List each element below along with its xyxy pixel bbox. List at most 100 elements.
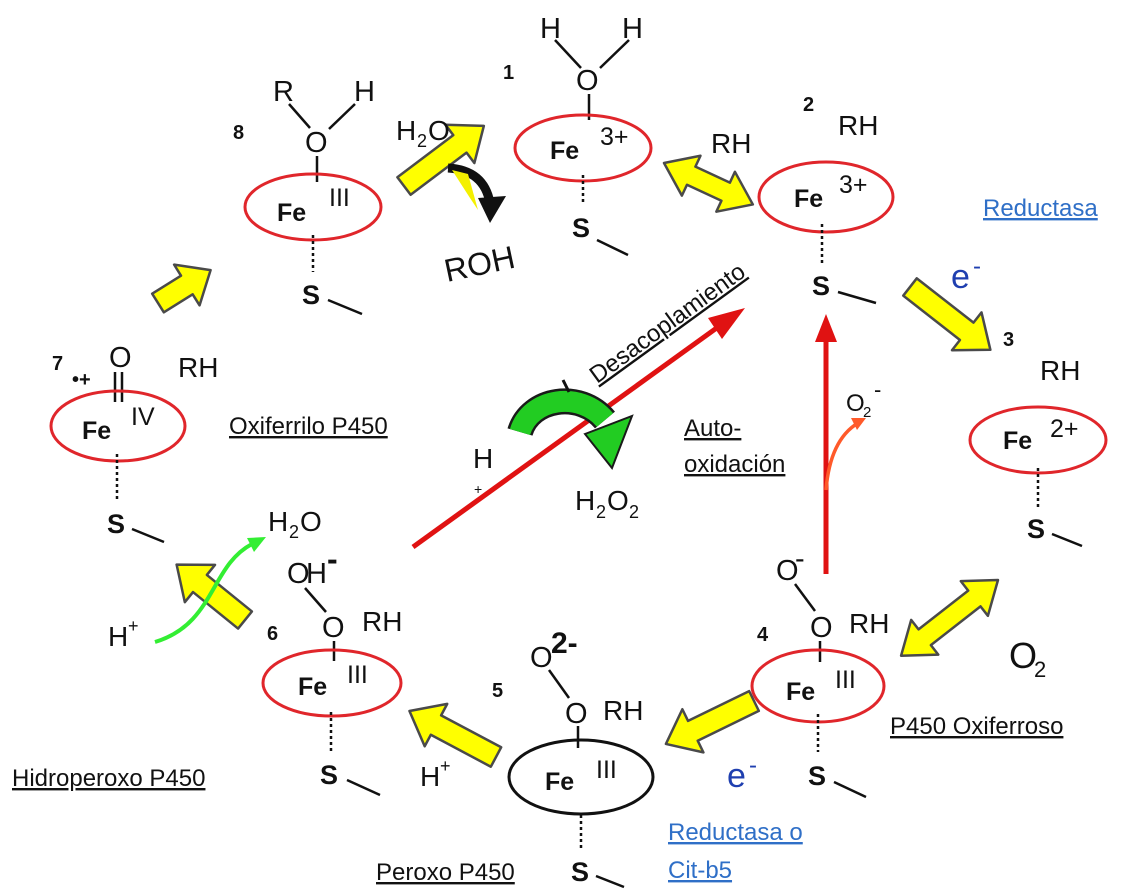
- intermediate-3: 3 RH Fe 2+ S: [968, 329, 1108, 548]
- intermediate-number-8: 8: [233, 122, 244, 144]
- heme-ring-3: [968, 405, 1108, 475]
- intermediate-number-2: 2: [803, 94, 814, 116]
- dioxygen: O 2: [1009, 635, 1046, 682]
- intermediate-2: 2 RH Fe 3+ S: [757, 94, 895, 305]
- proton-6-to-7: H +: [108, 616, 139, 652]
- superoxide-o: O: [846, 390, 865, 417]
- intermediate-number-3: 3: [1003, 329, 1014, 351]
- superoxide-arrow-head: [851, 418, 866, 430]
- substrate-label: RH: [838, 110, 878, 141]
- oxygen-charge: -: [795, 543, 805, 575]
- cysteine-sulfur: S: [1027, 514, 1045, 544]
- heme-ring-4: [750, 648, 886, 724]
- heme-ring-2: [757, 160, 895, 234]
- oxidation-state: III: [347, 661, 368, 689]
- radical-cation-mark: •+: [72, 369, 91, 391]
- intermediate-4: 4 O - O RH Fe III S: [750, 543, 889, 799]
- alkyl-r: R: [273, 76, 294, 108]
- water-h: H: [396, 115, 416, 146]
- intermediate-number-6: 6: [267, 623, 278, 645]
- water-o: O: [300, 506, 322, 537]
- label-peroxo: Peroxo P450: [376, 859, 515, 886]
- water-subscript: 2: [289, 522, 299, 542]
- water-leaving-6: H 2 O: [268, 506, 322, 542]
- substrate-label: RH: [362, 606, 402, 637]
- label-reductasa[interactable]: Reductasa: [983, 195, 1098, 222]
- superoxide-release-arrow: [824, 421, 859, 491]
- oxidation-state: III: [596, 756, 617, 784]
- proton-uncoupling: H +: [473, 443, 493, 497]
- electron-1: e -: [951, 253, 981, 296]
- label-oxiferroso: P450 Oxiferroso: [890, 713, 1063, 740]
- label-hidroperoxo: Hidroperoxo P450: [12, 765, 205, 792]
- proton-5-to-6: H +: [420, 756, 451, 792]
- intermediate-5: 5 O 2- O RH Fe III S: [492, 627, 655, 889]
- iron-symbol: Fe: [794, 185, 823, 213]
- substrate-label: RH: [1040, 355, 1080, 386]
- alcohol-oxygen: O: [305, 127, 328, 159]
- cysteine-sulfur: S: [571, 857, 589, 887]
- electron-minus: -: [749, 752, 757, 779]
- substrate-label: RH: [849, 608, 889, 639]
- heme-ring-1: [513, 113, 653, 183]
- intermediate-number-5: 5: [492, 680, 503, 702]
- oxidation-state: 3+: [839, 171, 868, 199]
- superoxide: O 2 -: [846, 377, 881, 421]
- intermediate-7: 7 •+ O RH Fe IV S: [49, 342, 218, 544]
- roh-release-arrow: [447, 163, 495, 205]
- cys-tail: [131, 527, 165, 544]
- oxidation-state: III: [835, 666, 856, 694]
- proton-plus: +: [128, 616, 139, 636]
- bond-o-o: [547, 669, 571, 699]
- label-oxidacion: oxidación: [684, 451, 785, 478]
- dioxygen-o: O: [1009, 635, 1037, 676]
- intermediate-6: 6 O H - O RH Fe III S: [261, 541, 403, 797]
- water-o: O: [428, 115, 450, 146]
- peroxide-h: H: [575, 485, 595, 516]
- intermediate-1: 1 H H O Fe 3+ S: [503, 13, 653, 257]
- yellow-arrow-7-to-8: [150, 263, 212, 314]
- yellow-arrow-1-2-equilibrium: [662, 154, 755, 213]
- cysteine-sulfur: S: [107, 509, 125, 539]
- green-curved-arrow-head: [583, 414, 634, 470]
- iron-symbol: Fe: [545, 768, 574, 796]
- electron-e: e: [951, 258, 970, 296]
- oxidation-state: III: [329, 184, 350, 212]
- iron-symbol: Fe: [277, 199, 306, 227]
- peroxo-charge: 2-: [551, 627, 578, 660]
- cys-tail: [596, 238, 629, 257]
- proton-plus: +: [474, 481, 482, 497]
- intermediate-8: 8 R H O Fe III S: [233, 76, 383, 316]
- bond-h-o-right: [599, 39, 630, 69]
- label-auto: Auto-: [684, 415, 741, 442]
- heme-ring-7: [49, 389, 187, 463]
- proton-h: H: [108, 621, 128, 652]
- intermediate-number-7: 7: [52, 353, 63, 375]
- bond-h-o: [328, 103, 356, 130]
- proximal-oxygen: O: [810, 612, 833, 644]
- yellow-arrow-3-4-equilibrium: [899, 578, 1000, 657]
- substrate-label: RH: [603, 695, 643, 726]
- yellow-arrow-8-to-1: [396, 123, 486, 197]
- substrate-binding-label: RH: [711, 128, 751, 159]
- yellow-arrow-4-to-5: [664, 689, 761, 754]
- label-cit-b5[interactable]: Cit-b5: [668, 857, 732, 884]
- h2o-ligand-h-left: H: [540, 13, 561, 45]
- dioxygen-subscript: 2: [1034, 657, 1046, 682]
- iron-symbol: Fe: [82, 417, 111, 445]
- proton-water-arrow: [154, 542, 253, 644]
- water-leaving-8: H 2 O: [396, 115, 450, 151]
- substrate-label: RH: [178, 352, 218, 383]
- yellow-arrow-2-to-3: [901, 277, 992, 352]
- h2o-ligand-oxygen: O: [576, 65, 599, 97]
- peroxide-subscript-h: 2: [596, 502, 606, 522]
- h2o-ligand-h-right: H: [622, 13, 643, 45]
- label-reductasa-o[interactable]: Reductasa o: [668, 819, 803, 846]
- yellow-arrow-5-to-6: [408, 702, 503, 768]
- yellow-arrow-6-to-7: [175, 563, 254, 630]
- green-arrow-tick: [561, 379, 571, 393]
- bond-o-o: [793, 583, 817, 612]
- heme-ring-6: [261, 648, 403, 718]
